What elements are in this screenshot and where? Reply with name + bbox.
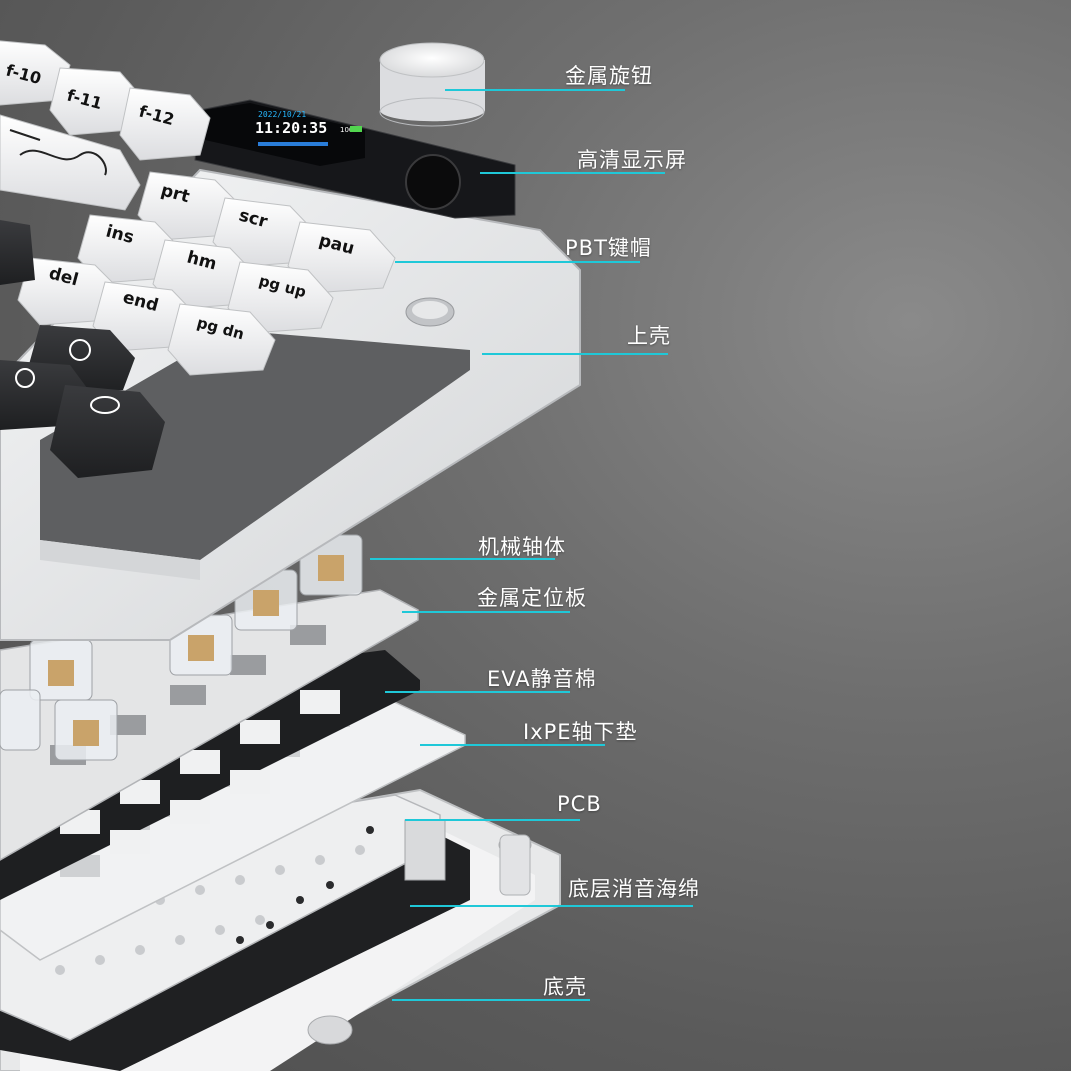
metal-knob bbox=[379, 42, 485, 127]
callout-keycaps: PBT键帽 bbox=[565, 236, 652, 260]
callout-plate: 金属定位板 bbox=[477, 586, 587, 610]
switch bbox=[29, 639, 93, 701]
keycap-doodle bbox=[0, 114, 141, 211]
callout-switches: 机械轴体 bbox=[478, 535, 566, 559]
keycap-prt: prt bbox=[137, 171, 241, 241]
callout-pcb: PCB bbox=[557, 792, 602, 816]
keycap-hm: hm bbox=[152, 239, 256, 310]
callout-ixpe: IxPE轴下垫 bbox=[523, 720, 638, 744]
keycap-del: del bbox=[17, 257, 121, 326]
callout-bottom-case: 底壳 bbox=[543, 975, 587, 999]
keycap-layer: f-10 f-11 f-12 prt scr pau ins bbox=[0, 40, 396, 478]
callout-top-case: 上壳 bbox=[627, 324, 671, 348]
keycap-dark bbox=[0, 220, 35, 285]
keycap-f11: f-11 bbox=[49, 67, 141, 136]
display-date: 2022/10/21 bbox=[258, 110, 306, 119]
keycap-scr: scr bbox=[212, 197, 316, 268]
callout-lines bbox=[370, 89, 693, 1001]
display-time: 11:20:35 bbox=[255, 119, 327, 137]
keycap-ins: ins bbox=[77, 214, 181, 284]
keycap-pgdn: pg dn bbox=[167, 303, 276, 376]
callout-screen: 高清显示屏 bbox=[577, 148, 687, 172]
keycap-dark bbox=[50, 385, 165, 478]
callout-eva: EVA静音棉 bbox=[487, 667, 597, 691]
callout-knob: 金属旋钮 bbox=[565, 64, 653, 88]
display-screen: 2022/10/21 11:20:35 100% bbox=[194, 99, 516, 219]
callout-bottom-foam: 底层消音海绵 bbox=[568, 877, 700, 901]
switch bbox=[0, 689, 41, 751]
keycap-pau: pau bbox=[287, 221, 396, 294]
keycap-pgup: pg up bbox=[227, 261, 334, 334]
switch bbox=[54, 699, 118, 761]
keycap-end: end bbox=[92, 281, 198, 352]
battery-icon bbox=[350, 126, 362, 132]
keycap-f10: f-10 bbox=[0, 40, 71, 106]
keycap-f12: f-12 bbox=[119, 87, 211, 161]
